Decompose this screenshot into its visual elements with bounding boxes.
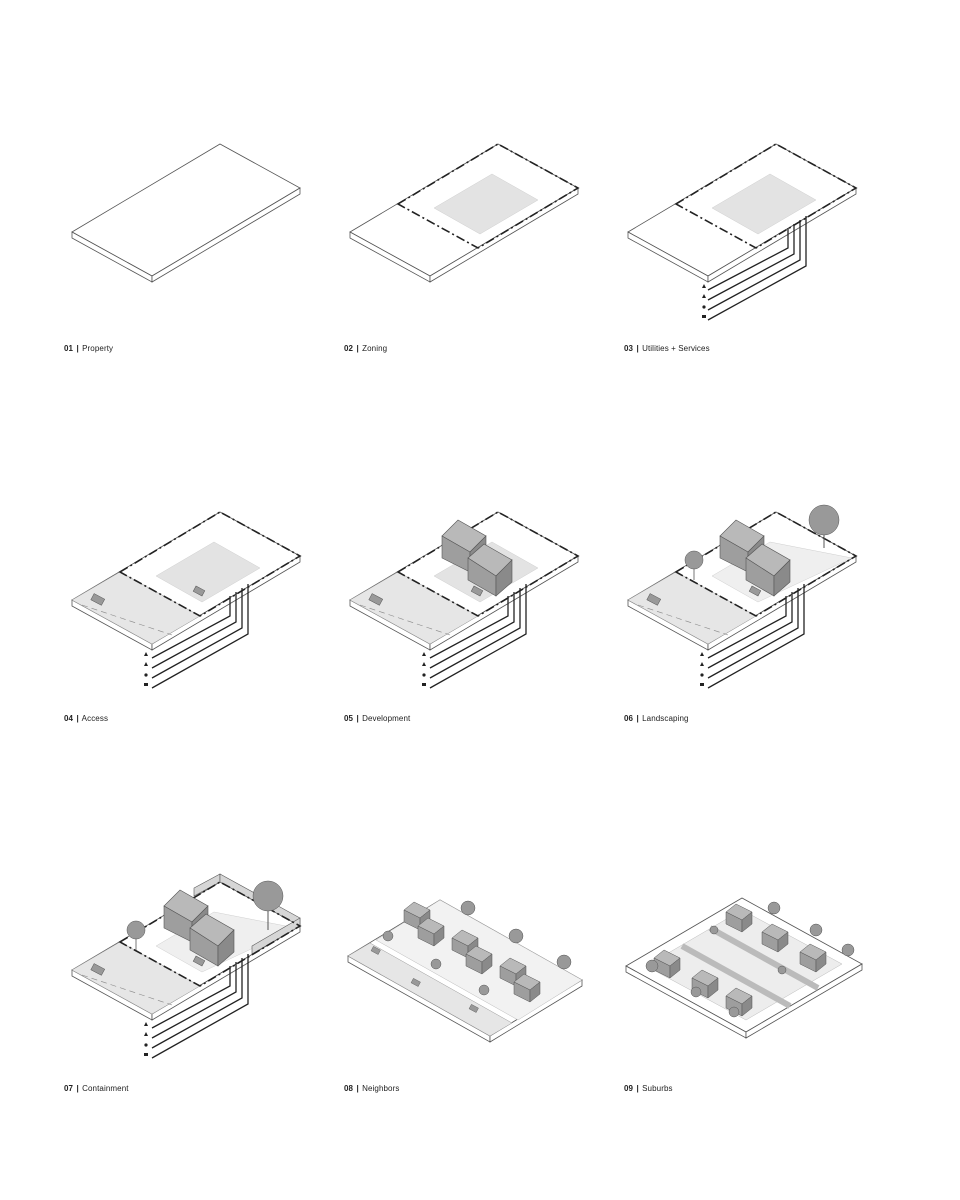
caption-label: Access	[81, 714, 109, 723]
panel-07-containment: 07 | Containment	[62, 870, 322, 1200]
diagram-zoning	[349, 143, 580, 283]
caption-number: 09	[624, 1084, 634, 1093]
caption-02: 02 | Zoning	[344, 344, 387, 353]
caption-03: 03 | Utilities + Services	[624, 344, 710, 353]
tree-icon	[808, 504, 840, 548]
caption-number: 01	[64, 344, 74, 353]
caption-separator: |	[636, 344, 639, 353]
car-icon	[192, 585, 206, 597]
panel-05-development: 05 | Development	[342, 500, 602, 830]
tree-icon	[460, 900, 476, 916]
tree-icon	[508, 928, 524, 944]
diagram-containment	[71, 873, 302, 1059]
zoning-boundary	[396, 143, 580, 249]
caption-label: Zoning	[362, 344, 388, 353]
caption-07: 07 | Containment	[64, 1084, 129, 1093]
street	[347, 942, 513, 1037]
caption-label: Suburbs	[642, 1084, 673, 1093]
caption-separator: |	[76, 714, 79, 723]
diagram-suburbs	[625, 897, 863, 1039]
caption-number: 08	[344, 1084, 354, 1093]
caption-number: 02	[344, 344, 354, 353]
diagram-property	[71, 143, 301, 283]
car-icon	[370, 946, 381, 955]
diagram-development	[349, 511, 580, 689]
tree-icon	[684, 550, 704, 580]
tree-icon	[252, 880, 284, 930]
tree-icon	[645, 959, 659, 973]
caption-separator: |	[356, 344, 359, 353]
car-icon	[410, 978, 421, 987]
caption-08: 08 | Neighbors	[344, 1084, 399, 1093]
buildable-area	[433, 173, 539, 235]
property-slab	[71, 143, 301, 283]
car-icon	[468, 1004, 479, 1013]
car-icon	[646, 593, 662, 606]
caption-label: Development	[362, 714, 411, 723]
caption-05: 05 | Development	[344, 714, 410, 723]
car-icon	[368, 593, 384, 606]
caption-separator: |	[636, 1084, 639, 1093]
house-row	[403, 901, 541, 1003]
caption-separator: |	[76, 344, 79, 353]
utility-icons	[702, 284, 706, 318]
tree-icon	[126, 920, 146, 950]
caption-number: 07	[64, 1084, 74, 1093]
caption-separator: |	[356, 1084, 359, 1093]
tree-icon	[556, 954, 572, 970]
diagram-access	[71, 511, 302, 689]
caption-number: 04	[64, 714, 74, 723]
caption-separator: |	[76, 1084, 79, 1093]
diagram-landscaping	[627, 504, 858, 689]
tree-icon	[841, 943, 855, 957]
tree-icon	[430, 958, 442, 970]
caption-number: 06	[624, 714, 634, 723]
car-icon	[192, 955, 206, 967]
diagram-neighbors	[347, 899, 583, 1043]
caption-number: 05	[344, 714, 354, 723]
caption-label: Containment	[82, 1084, 129, 1093]
caption-01: 01 | Property	[64, 344, 113, 353]
caption-label: Property	[82, 344, 114, 353]
tree-icon	[690, 986, 702, 998]
caption-separator: |	[356, 714, 359, 723]
tree-icon	[728, 1006, 740, 1018]
tree-icon	[767, 901, 781, 915]
car-icon	[748, 585, 762, 597]
caption-09: 09 | Suburbs	[624, 1084, 673, 1093]
car-icon	[90, 963, 106, 976]
caption-label: Utilities + Services	[642, 344, 710, 353]
caption-label: Neighbors	[362, 1084, 400, 1093]
panel-03-utilities: 03 | Utilities + Services	[622, 130, 882, 460]
caption-number: 03	[624, 344, 634, 353]
tree-icon	[709, 925, 719, 935]
panel-09-suburbs: 09 | Suburbs	[622, 870, 882, 1200]
car-icon	[470, 585, 484, 597]
caption-06: 06 | Landscaping	[624, 714, 689, 723]
caption-separator: |	[636, 714, 639, 723]
panel-08-neighbors: 08 | Neighbors	[342, 870, 602, 1200]
tree-icon	[777, 965, 787, 975]
panel-02-zoning: 02 | Zoning	[342, 130, 602, 460]
utility-lines	[707, 216, 807, 321]
house	[441, 519, 513, 597]
caption-label: Landscaping	[642, 714, 689, 723]
tree-icon	[809, 923, 823, 937]
caption-04: 04 | Access	[64, 714, 108, 723]
panel-01-property: 01 | Property	[62, 130, 322, 460]
tree-icon	[382, 930, 394, 942]
panel-06-landscaping: 06 | Landscaping	[622, 500, 882, 830]
tree-icon	[478, 984, 490, 996]
panel-04-access: 04 | Access	[62, 500, 322, 830]
car-icon	[90, 593, 106, 606]
diagram-utilities	[627, 143, 858, 321]
